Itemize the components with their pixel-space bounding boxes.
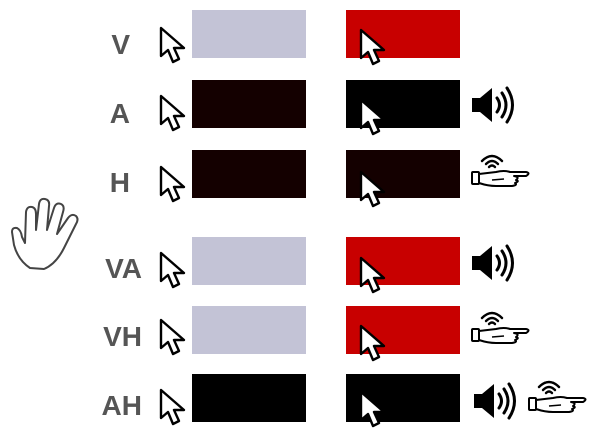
target-box-idle-h — [192, 150, 306, 198]
mouse-pointer-icon — [158, 165, 188, 205]
mouse-pointer-icon — [358, 28, 388, 68]
speaker-icon — [472, 382, 518, 420]
condition-label-v: V — [111, 29, 130, 60]
mouse-pointer-icon — [358, 256, 388, 296]
target-box-idle-v — [192, 10, 306, 58]
condition-label-ah: AH — [101, 390, 142, 421]
vibration-hand-icon — [527, 376, 591, 416]
speaker-icon — [470, 86, 516, 124]
target-box-idle-a — [192, 80, 306, 128]
open-hand-icon — [8, 190, 98, 270]
mouse-pointer-icon — [358, 98, 388, 138]
vibration-hand-icon — [470, 150, 534, 190]
target-box-idle-ah — [192, 374, 306, 422]
mouse-pointer-icon — [158, 388, 188, 428]
mouse-pointer-icon — [158, 318, 188, 358]
mouse-pointer-icon — [358, 324, 388, 364]
mouse-pointer-icon — [358, 390, 388, 430]
condition-label-h: H — [109, 167, 130, 198]
target-box-idle-va — [192, 237, 306, 285]
target-box-idle-vh — [192, 306, 306, 354]
mouse-pointer-icon — [358, 170, 388, 210]
condition-label-vh: VH — [103, 321, 142, 352]
mouse-pointer-icon — [158, 251, 188, 291]
vibration-hand-icon — [470, 307, 534, 347]
condition-label-va: VA — [105, 253, 142, 284]
mouse-pointer-icon — [158, 26, 188, 66]
condition-label-a: A — [109, 98, 130, 129]
mouse-pointer-icon — [158, 94, 188, 134]
speaker-icon — [470, 244, 516, 282]
